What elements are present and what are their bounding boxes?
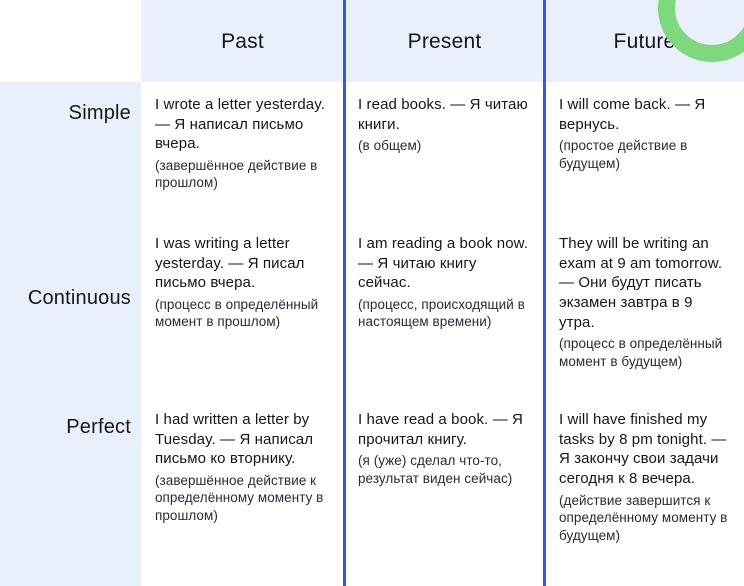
cell-perfect-past: I had written a letter by Tuesday. — Я н… (141, 397, 344, 586)
example-note: (в общем) (358, 138, 422, 154)
column-header-label: Future (613, 29, 676, 53)
table-corner-cell (0, 0, 141, 82)
cell-simple-future: I will come back. — Я вернусь. (простое … (545, 82, 744, 221)
row-header-label: Continuous (27, 287, 131, 309)
column-header-past: Past (141, 0, 344, 82)
column-header-present: Present (344, 0, 545, 82)
example-note: (процесс, происходящий в настоящем време… (358, 296, 525, 330)
example-sentence: They will be writing an exam at 9 am tom… (559, 235, 723, 331)
example-sentence: I wrote a letter yesterday. — Я написал … (155, 96, 325, 153)
example-note: (процесс в определённый момент в прошлом… (155, 296, 319, 330)
example-note: (процесс в определённый момент в будущем… (559, 336, 723, 369)
column-header-label: Present (407, 29, 482, 53)
example-sentence: I will have finished my tasks by 8 pm to… (559, 411, 727, 487)
example-note: (я (уже) сделал что-то, результат виден … (358, 453, 513, 486)
example-note: (завершённое действие к определённому мо… (155, 472, 324, 524)
example-sentence: I am reading a book now. — Я читаю книгу… (358, 235, 529, 292)
example-sentence: I had written a letter by Tuesday. — Я н… (155, 411, 314, 468)
column-header-future: Future (545, 0, 744, 82)
row-header-perfect: Perfect (0, 397, 141, 586)
row-header-simple: Simple (0, 82, 141, 221)
row-header-label: Simple (68, 102, 131, 124)
example-note: (завершённое действие в прошлом) (155, 157, 318, 191)
cell-perfect-present: I have read a book. — Я прочитал книгу. … (344, 397, 545, 586)
example-sentence: I have read a book. — Я прочитал книгу. (358, 411, 523, 448)
cell-simple-present: I read books. — Я читаю книги. (в общем) (344, 82, 545, 221)
example-sentence: I read books. — Я читаю книги. (358, 96, 528, 133)
cell-continuous-present: I am reading a book now. — Я читаю книгу… (344, 221, 545, 397)
row-header-continuous: Continuous (0, 221, 141, 397)
cell-continuous-past: I was writing a letter yesterday. — Я пи… (141, 221, 344, 397)
column-header-label: Past (221, 29, 264, 53)
example-sentence: I will come back. — Я вернусь. (559, 96, 706, 133)
example-note: (действие завершится к определённому мом… (559, 492, 728, 543)
row-header-label: Perfect (66, 416, 131, 438)
cell-continuous-future: They will be writing an exam at 9 am tom… (545, 221, 744, 397)
cell-perfect-future: I will have finished my tasks by 8 pm to… (545, 397, 744, 586)
example-sentence: I was writing a letter yesterday. — Я пи… (155, 235, 305, 292)
cell-simple-past: I wrote a letter yesterday. — Я написал … (141, 82, 344, 221)
example-note: (простое действие в будущем) (559, 138, 688, 171)
